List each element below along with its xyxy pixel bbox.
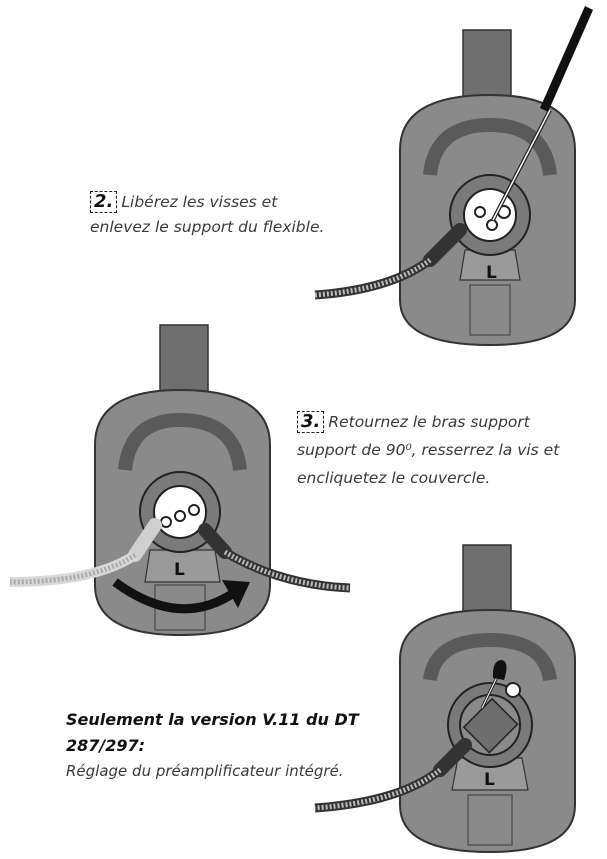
figure-step-2: L bbox=[314, 6, 593, 347]
step-3-number: 3. bbox=[297, 411, 325, 433]
step-2-line-1: Libérez les visses et bbox=[121, 193, 278, 211]
note-title-line-1: Seulement la version V.11 du DT bbox=[66, 710, 359, 729]
ear-label-3: L bbox=[484, 770, 495, 790]
step-2-caption: 2.Libérez les visses et enlevez le suppo… bbox=[90, 190, 350, 240]
step-2-number: 2. bbox=[90, 191, 118, 213]
figure-step-3: L bbox=[9, 324, 351, 637]
ear-label-1: L bbox=[486, 263, 497, 283]
step-3-line-3: encliquetez le couvercle. bbox=[297, 469, 491, 487]
step-2-line-2: enlevez le support du flexible. bbox=[90, 218, 325, 236]
note-title-line-2: 287/297: bbox=[66, 736, 146, 755]
figure-preamp: L bbox=[314, 544, 576, 854]
preamp-note: Seulement la version V.11 du DT 287/297:… bbox=[66, 707, 396, 783]
step-3-caption: 3.Retournez le bras support support de 9… bbox=[297, 408, 597, 492]
step-3-line-1: Retournez le bras support bbox=[328, 413, 530, 431]
note-text: Réglage du préamplificateur intégré. bbox=[66, 762, 344, 780]
step-3-line-2: support de 90⁰, resserrez la vis et bbox=[297, 441, 560, 459]
ear-label-2: L bbox=[174, 560, 185, 580]
